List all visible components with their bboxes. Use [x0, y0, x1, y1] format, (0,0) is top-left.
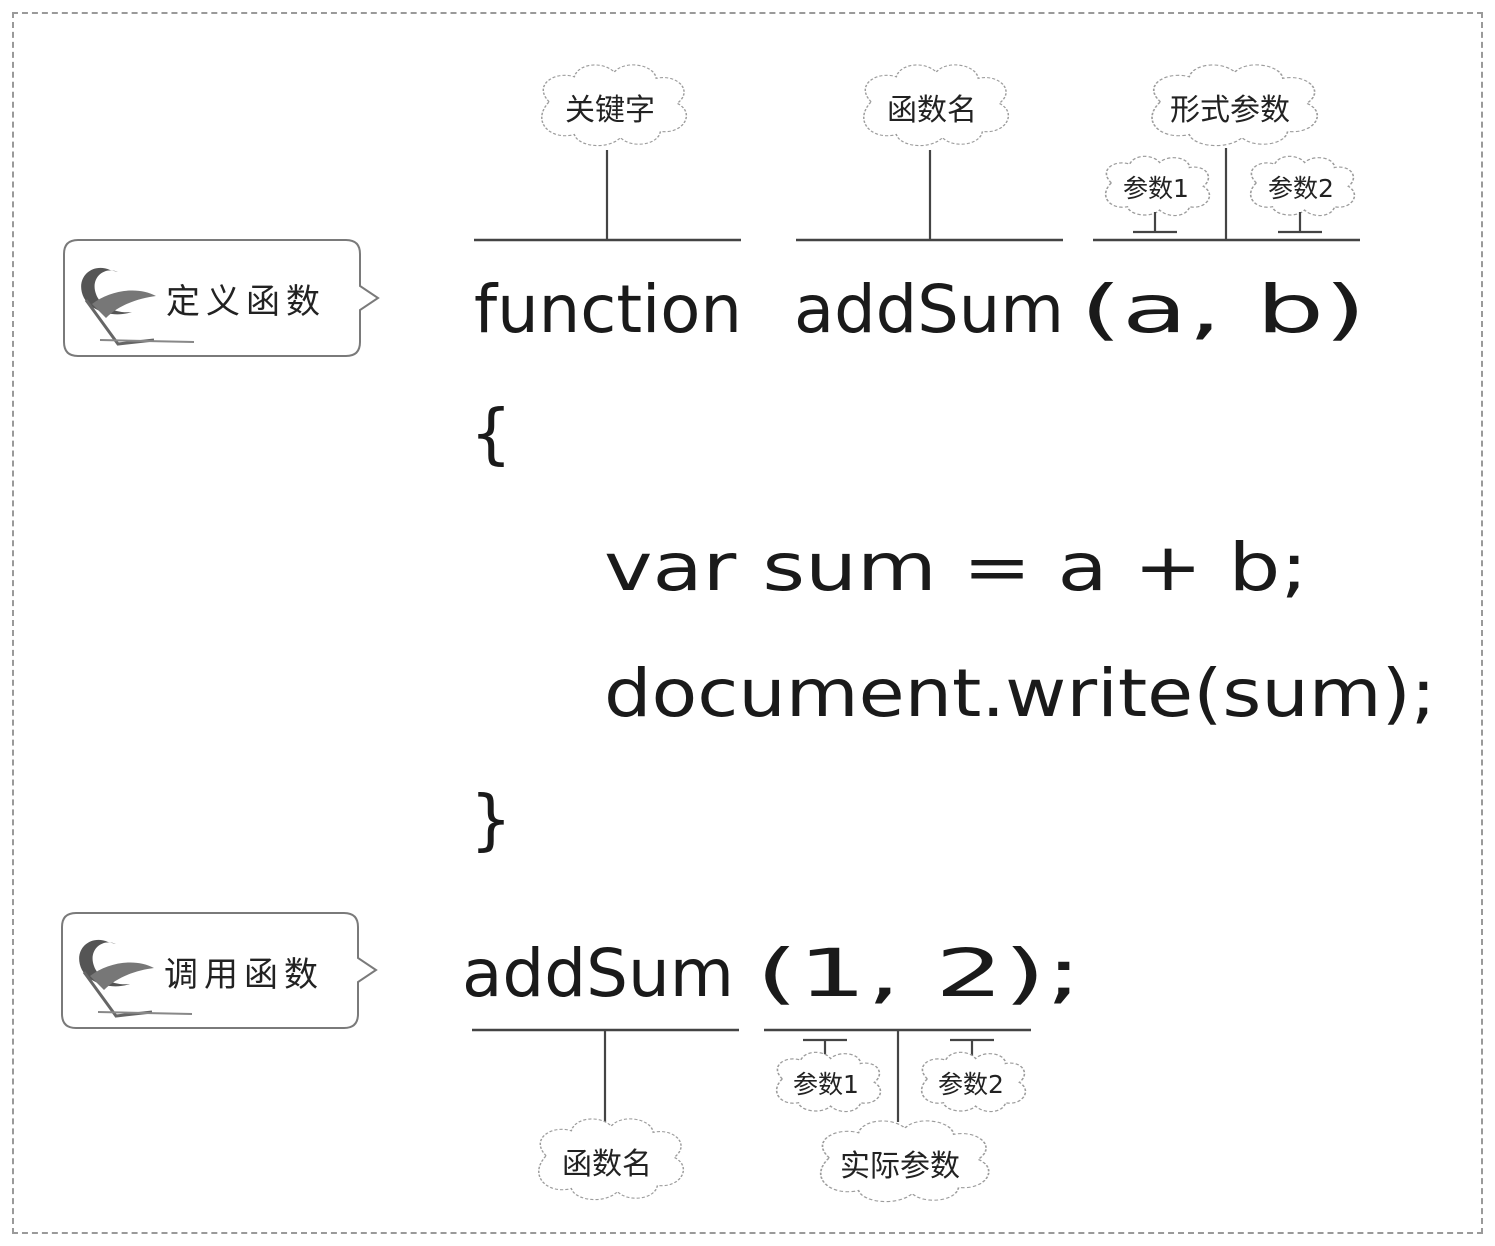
- def-function-name: addSum: [794, 271, 1064, 348]
- define-function-callout: 定义函数: [63, 239, 380, 357]
- define-function-label: 定义函数: [166, 282, 326, 322]
- code-line-var: var sum = a + b;: [604, 529, 1308, 606]
- func-name-label: 函数名: [887, 93, 977, 128]
- dashed-frame: [12, 12, 1483, 1234]
- call-func-name-annotation: 函数名: [472, 1028, 739, 1201]
- open-brace: {: [470, 395, 512, 472]
- func-name-annotation: 函数名: [796, 64, 1063, 242]
- call-param1-label: 参数1: [793, 1070, 859, 1099]
- call-func-name-label: 函数名: [562, 1147, 652, 1182]
- call-function-label: 调用函数: [164, 955, 324, 995]
- call-args: (1, 2);: [756, 935, 1082, 1012]
- keyword-function: function: [474, 271, 742, 348]
- close-brace: }: [470, 781, 512, 858]
- code-line-write: document.write(sum);: [604, 655, 1436, 732]
- call-param2-label: 参数2: [938, 1070, 1004, 1099]
- actual-params-label: 实际参数: [840, 1149, 960, 1184]
- formal-params-label: 形式参数: [1170, 93, 1290, 128]
- keyword-annotation: 关键字: [474, 64, 741, 242]
- param1-label: 参数1: [1123, 174, 1189, 203]
- keyword-label: 关键字: [565, 93, 655, 128]
- def-params: (a, b): [1080, 271, 1366, 348]
- actual-params-annotation: 实际参数 参数1 参数2: [764, 1028, 1031, 1203]
- param2-label: 参数2: [1268, 174, 1334, 203]
- call-function-name: addSum: [462, 935, 734, 1012]
- formal-params-annotation: 形式参数 参数1 参数2: [1093, 64, 1360, 242]
- call-function-callout: 调用函数: [61, 912, 378, 1029]
